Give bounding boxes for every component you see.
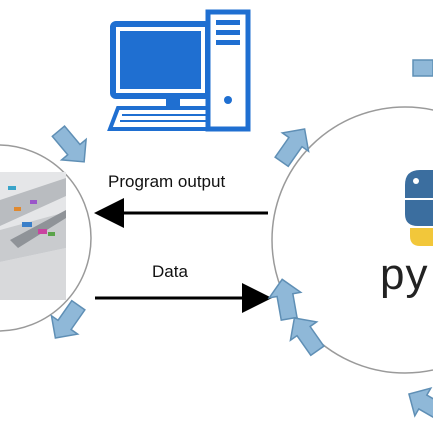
desktop-computer-icon <box>107 9 251 132</box>
data-label: Data <box>152 262 188 281</box>
loop-arrow-right-bottom-edge <box>408 386 433 422</box>
loop-arrow-right-middle <box>267 278 303 321</box>
right-loop-circle <box>271 106 433 374</box>
loop-arrow-right-upper <box>274 128 310 168</box>
loop-arrow-left-top <box>51 125 88 163</box>
loop-arrow-left-bottom <box>50 299 86 339</box>
python-logo-icon <box>405 170 433 246</box>
loop-arrow-right-top-edge <box>412 59 433 77</box>
left-loop-circle <box>0 144 92 332</box>
program-output-label: Program output <box>108 172 226 191</box>
python-wordmark: py <box>380 250 429 299</box>
loop-arrow-right-lower <box>289 317 325 357</box>
simulation-image <box>0 172 66 300</box>
